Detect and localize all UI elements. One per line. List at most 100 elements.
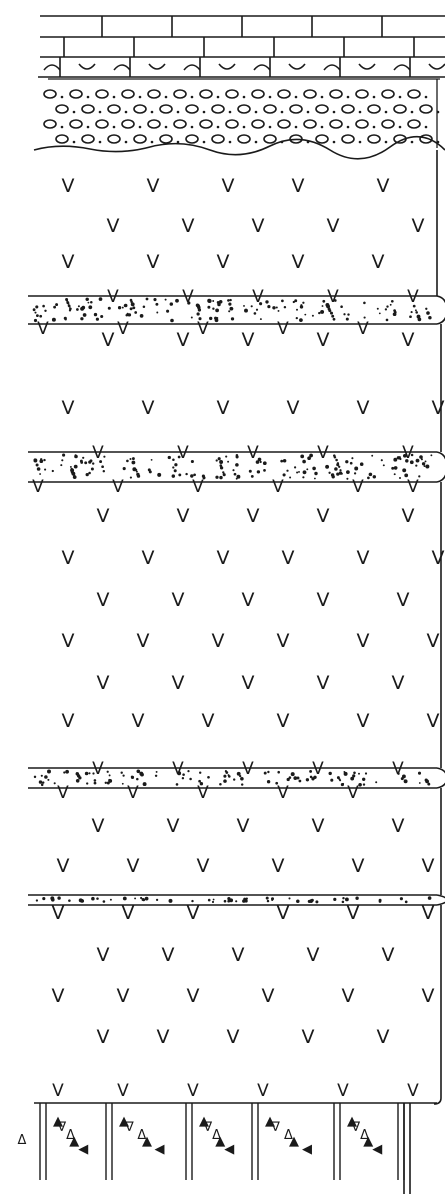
volcanic-v-symbol: V <box>252 215 265 237</box>
volcanic-v-symbol: V <box>187 985 200 1007</box>
sand-grain-dot <box>281 300 284 303</box>
sand-grain-dot <box>332 475 335 478</box>
volcanic-v-symbol: V <box>277 710 290 732</box>
sand-grain-dot <box>229 898 233 902</box>
sand-grain-dot <box>187 770 189 772</box>
sand-grain-dot <box>260 318 262 320</box>
volcanic-v-symbol: V <box>112 477 124 497</box>
volcanic-v-symbol: V <box>402 443 414 463</box>
sand-grain-dot <box>36 314 39 317</box>
sand-grain-dot <box>185 473 187 475</box>
volcanic-v-symbol: V <box>287 397 300 419</box>
sand-grain-dot <box>379 899 382 902</box>
matrix-dot <box>203 111 206 114</box>
sand-grain-dot <box>55 303 58 306</box>
volcanic-v-symbol: V <box>182 215 195 237</box>
breccia-triangle-symbol: ▲ <box>142 1134 152 1149</box>
sand-grain-dot <box>121 772 123 774</box>
sand-grain-dot <box>134 311 137 314</box>
matrix-dot <box>151 141 154 144</box>
volcanic-v-symbol: V <box>432 547 445 569</box>
sand-grain-dot <box>132 467 136 471</box>
sand-grain-dot <box>386 305 388 307</box>
sand-grain-dot <box>33 459 37 463</box>
sand-grain-dot <box>90 301 93 304</box>
sand-grain-dot <box>68 899 71 902</box>
sand-grain-dot <box>60 464 62 466</box>
sand-grain-dot <box>329 772 332 775</box>
sand-grain-dot <box>107 771 109 773</box>
sand-grain-dot <box>125 314 127 316</box>
sand-grain-dot <box>157 473 161 477</box>
volcanic-v-symbol: V <box>402 329 415 351</box>
sand-grain-dot <box>215 318 219 322</box>
sand-grain-dot <box>41 784 44 787</box>
sand-grain-dot <box>52 470 54 472</box>
sand-grain-dot <box>86 473 89 476</box>
sand-grain-dot <box>80 317 83 320</box>
matrix-dot <box>321 96 324 99</box>
sand-grain-dot <box>249 470 252 473</box>
sand-grain-dot <box>294 466 296 468</box>
sand-grain-dot <box>42 781 44 783</box>
sand-grain-dot <box>345 897 349 901</box>
sand-grain-dot <box>267 771 269 773</box>
sand-grain-dot <box>267 305 270 308</box>
breccia-triangle-symbol: Δ <box>18 1133 27 1148</box>
sand-grain-dot <box>400 897 403 900</box>
sand-grain-dot <box>358 783 362 787</box>
volcanic-v-symbol: V <box>62 175 75 197</box>
breccia-triangle-symbol: ∇ <box>124 1120 134 1135</box>
matrix-dot <box>151 111 154 114</box>
sand-grain-dot <box>197 306 201 310</box>
matrix-dot <box>399 96 402 99</box>
sand-grain-dot <box>189 778 192 781</box>
matrix-dot <box>99 111 102 114</box>
matrix-dot <box>347 126 350 129</box>
sand-grain-dot <box>70 466 72 468</box>
volcanic-v-symbol: V <box>127 783 139 803</box>
sand-grain-dot <box>428 316 431 319</box>
sand-grain-dot <box>170 319 174 323</box>
sand-grain-dot <box>174 469 177 472</box>
sand-grain-dot <box>397 456 400 459</box>
sand-grain-dot <box>347 313 349 315</box>
matrix-dot <box>229 111 232 114</box>
sand-grain-dot <box>168 456 171 459</box>
sand-grain-dot <box>62 454 65 457</box>
matrix-dot <box>359 141 362 144</box>
volcanic-v-symbol: V <box>132 710 145 732</box>
sand-grain-dot <box>318 312 320 314</box>
sand-grain-dot <box>309 454 313 458</box>
sand-grain-dot <box>256 309 258 311</box>
sand-grain-dot <box>235 463 239 467</box>
matrix-dot <box>243 126 246 129</box>
sand-grain-dot <box>315 900 318 903</box>
volcanic-v-symbol: V <box>182 287 194 307</box>
sand-grain-dot <box>339 469 341 471</box>
sand-grain-dot <box>172 474 175 477</box>
volcanic-v-symbol: V <box>167 815 180 837</box>
sand-grain-dot <box>331 315 334 318</box>
sand-grain-dot <box>425 460 427 462</box>
sand-grain-dot <box>271 897 274 900</box>
volcanic-v-symbol: V <box>392 672 405 694</box>
volcanic-v-symbol: V <box>147 251 160 273</box>
sand-grain-dot <box>212 300 214 302</box>
sand-grain-dot <box>36 464 39 467</box>
sand-grain-dot <box>375 781 377 783</box>
sand-grain-dot <box>322 300 325 303</box>
volcanic-v-symbol: V <box>247 443 259 463</box>
sand-grain-dot <box>208 899 211 902</box>
volcanic-v-symbol: V <box>137 630 150 652</box>
sand-grain-dot <box>88 305 92 309</box>
sand-grain-dot <box>299 780 302 783</box>
sand-grain-dot <box>65 318 67 320</box>
matrix-dot <box>203 141 206 144</box>
sand-grain-dot <box>425 308 427 310</box>
sand-grain-dot <box>81 306 85 310</box>
sand-grain-dot <box>336 463 339 466</box>
sand-grain-dot <box>239 775 241 777</box>
sand-grain-dot <box>44 469 46 471</box>
